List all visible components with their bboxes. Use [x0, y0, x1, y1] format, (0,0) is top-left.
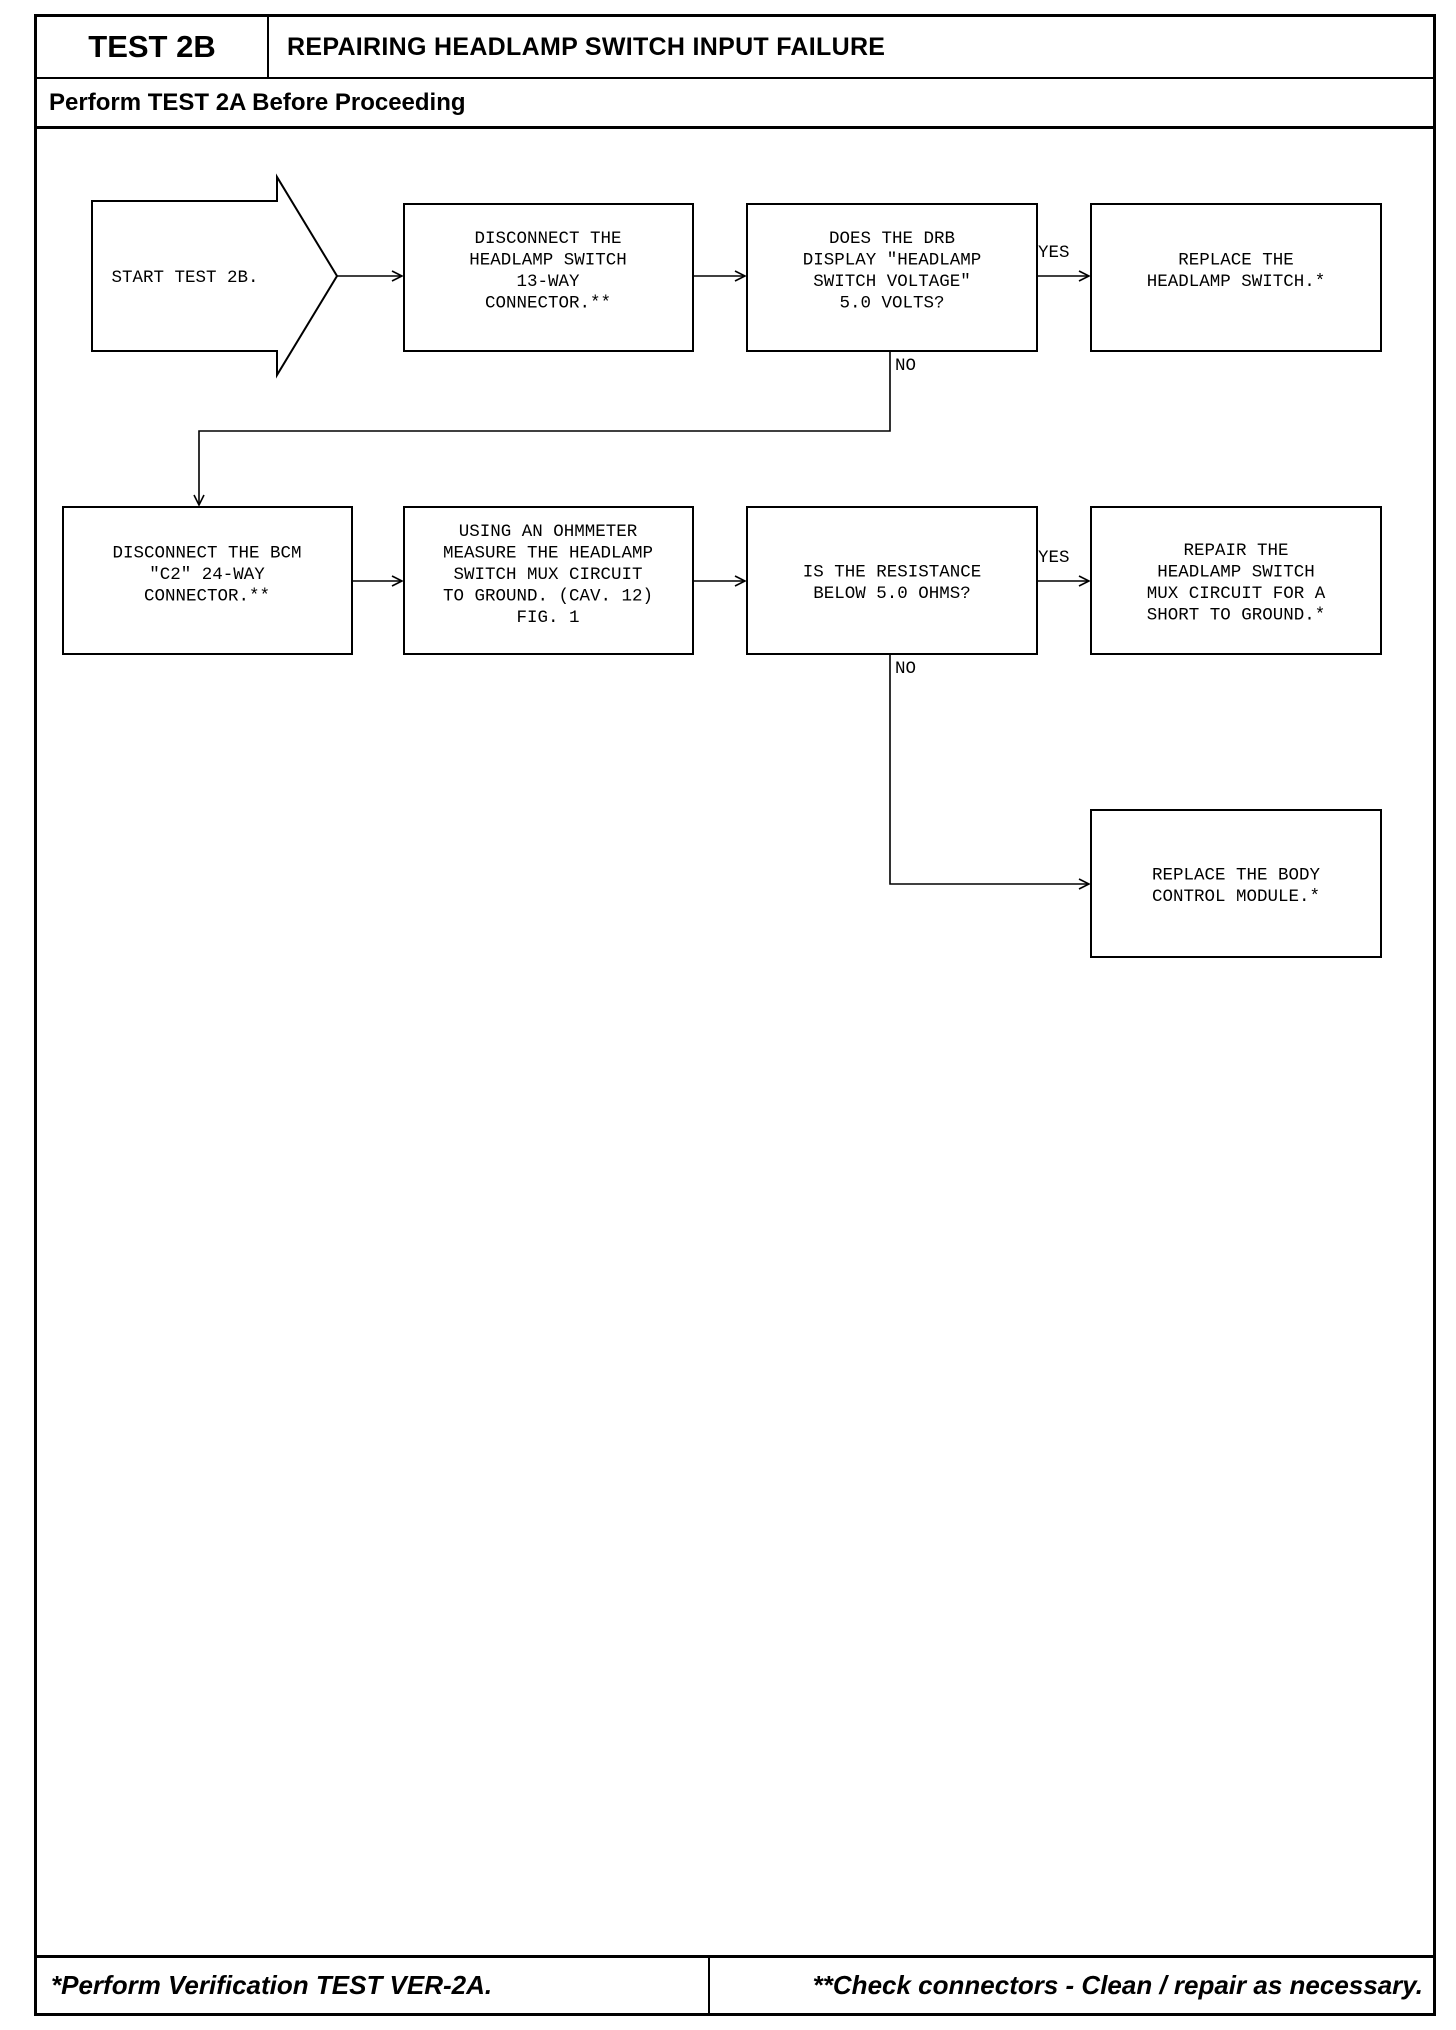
header-bar: TEST 2B REPAIRING HEADLAMP SWITCH INPUT …	[37, 17, 1433, 79]
ohmmeter-text-line: SWITCH MUX CIRCUIT	[453, 565, 642, 585]
disconnect-headlamp-text-line: CONNECTOR.**	[485, 293, 611, 313]
ohmmeter-text-line: TO GROUND. (CAV. 12)	[443, 587, 653, 607]
start-text: START TEST 2B.	[111, 268, 258, 288]
disconnect-bcm-text-line: "C2" 24-WAY	[149, 565, 265, 585]
start-text-line: START TEST 2B.	[111, 268, 258, 288]
footer-verification-note: *Perform Verification TEST VER-2A.	[37, 1958, 710, 2013]
drb-question-text-line: DISPLAY "HEADLAMP	[803, 250, 982, 270]
connector-resistance-no	[889, 654, 1089, 884]
drb-question-text-line: DOES THE DRB	[829, 229, 955, 249]
disconnect-headlamp-text-line: 13-WAY	[516, 272, 580, 292]
disconnect-headlamp-text-line: DISCONNECT THE	[474, 229, 621, 249]
ohmmeter-text-line: USING AN OHMMETER	[459, 522, 638, 542]
ohmmeter-text-line: FIG. 1	[516, 608, 579, 628]
test-title: REPAIRING HEADLAMP SWITCH INPUT FAILURE	[287, 32, 886, 61]
disconnect-headlamp-text-line: HEADLAMP SWITCH	[469, 250, 627, 270]
disconnect-bcm-text-line: CONNECTOR.**	[144, 587, 270, 607]
test-procedure-page: TEST 2B REPAIRING HEADLAMP SWITCH INPUT …	[34, 14, 1436, 2016]
test-id: TEST 2B	[37, 17, 269, 77]
replace-bcm-text-line: REPLACE THE BODY	[1152, 865, 1321, 885]
resistance-question-text-line: IS THE RESISTANCE	[803, 562, 982, 582]
repair-short-text-line: REPAIR THE	[1183, 541, 1288, 561]
drb-question-text-line: SWITCH VOLTAGE"	[813, 272, 971, 292]
start-arrow-shape: START TEST 2B.	[91, 173, 339, 379]
footer-bar: *Perform Verification TEST VER-2A. **Che…	[37, 1955, 1433, 2013]
ohmmeter-text-line: MEASURE THE HEADLAMP	[443, 544, 653, 564]
repair-short-text-line: SHORT TO GROUND.*	[1147, 605, 1326, 625]
footer-connector-note: **Check connectors - Clean / repair as n…	[812, 1970, 1423, 2000]
repair-short-text-line: MUX CIRCUIT FOR A	[1147, 584, 1326, 604]
repair-short-text-line: HEADLAMP SWITCH	[1157, 562, 1315, 582]
disconnect-bcm-text-line: DISCONNECT THE BCM	[112, 544, 301, 564]
yes-label-resistance: YES	[1038, 548, 1070, 568]
replace-switch-text-line: REPLACE THE	[1178, 250, 1294, 270]
drb-question-text-line: 5.0 VOLTS?	[839, 293, 944, 313]
resistance-question-text-line: BELOW 5.0 OHMS?	[813, 584, 971, 604]
replace-switch-text-line: HEADLAMP SWITCH.*	[1147, 272, 1326, 292]
prerequisite-note: Perform TEST 2A Before Proceeding	[37, 79, 1433, 129]
no-label-resistance: NO	[895, 659, 916, 679]
connector-drb-no	[199, 351, 891, 505]
no-label-drb: NO	[895, 356, 916, 376]
replace-bcm-text-line: CONTROL MODULE.*	[1152, 887, 1320, 907]
yes-label-drb: YES	[1038, 243, 1070, 263]
